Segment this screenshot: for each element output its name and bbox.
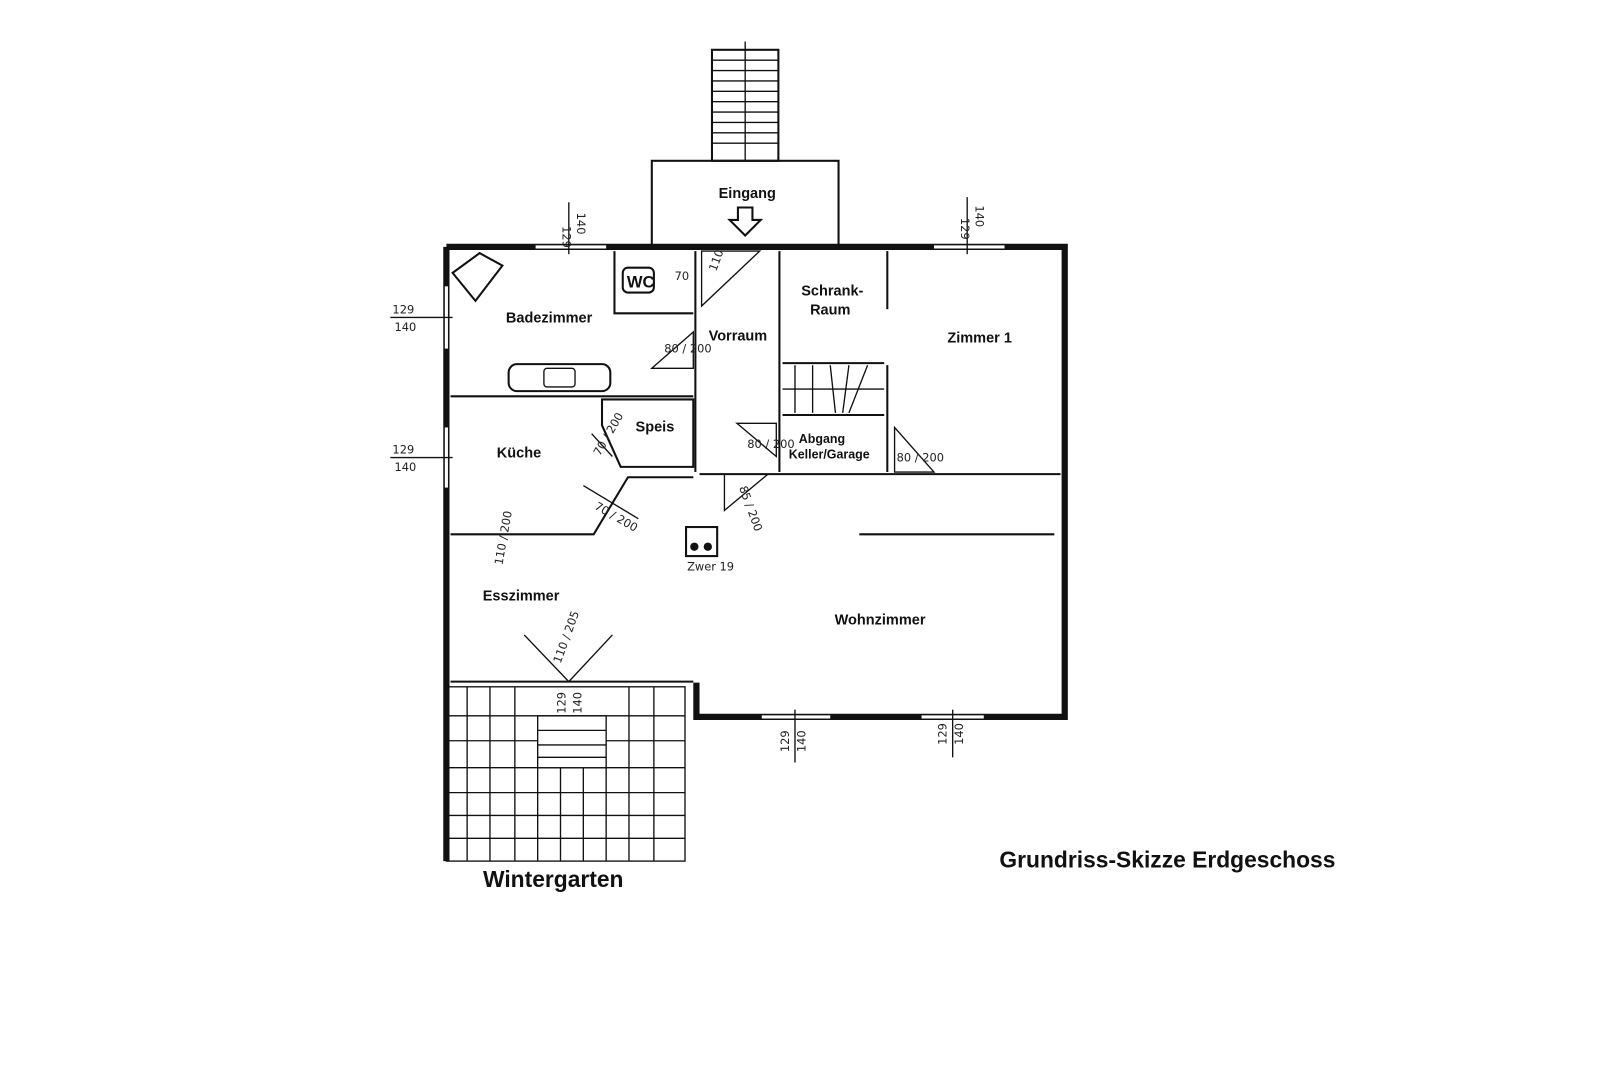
window-dimension-marks — [390, 197, 968, 763]
svg-text:80 / 200: 80 / 200 — [897, 451, 944, 465]
room-label-badezimmer: Badezimmer — [506, 311, 593, 327]
svg-text:129: 129 — [392, 302, 414, 316]
svg-text:129: 129 — [560, 226, 574, 248]
plan-title: Grundriss-Skizze Erdgeschoss — [999, 846, 1335, 872]
room-label-esszimmer: Esszimmer — [483, 589, 560, 605]
room-label-vorraum: Vorraum — [709, 328, 768, 344]
svg-text:129: 129 — [935, 723, 949, 745]
bathtub-icon — [451, 251, 504, 303]
room-label-zimmer1: Zimmer 1 — [947, 330, 1012, 346]
svg-text:85 / 200: 85 / 200 — [736, 484, 765, 533]
svg-text:80 / 200: 80 / 200 — [664, 342, 711, 356]
svg-text:140: 140 — [395, 460, 417, 474]
svg-text:70 / 200: 70 / 200 — [590, 410, 626, 458]
wc-box — [621, 266, 655, 294]
svg-text:110 / 205: 110 / 205 — [550, 609, 582, 665]
wc-label: WC — [627, 272, 655, 291]
entrance-porch — [650, 159, 840, 247]
svg-text:140: 140 — [395, 320, 417, 334]
window-dimension-labels: 129 140 129 140 129 140 129 140 129 140 … — [392, 205, 986, 752]
svg-text:110: 110 — [706, 248, 727, 273]
svg-text:129: 129 — [958, 218, 972, 240]
room-label-eingang: Eingang — [719, 186, 776, 202]
exterior-stairs — [710, 41, 780, 162]
svg-text:80 / 200: 80 / 200 — [747, 437, 794, 451]
fireplace-note: Zwer 19 — [687, 560, 734, 574]
svg-text:70 / 200: 70 / 200 — [592, 499, 640, 535]
room-label-wohnzimmer: Wohnzimmer — [835, 613, 926, 629]
svg-text:140: 140 — [794, 730, 808, 752]
svg-text:129: 129 — [778, 730, 792, 752]
wintergarten-grid — [445, 686, 686, 862]
room-label-abgang-2: Keller/Garage — [789, 448, 870, 462]
door-swings — [523, 250, 936, 683]
svg-text:140: 140 — [574, 213, 588, 235]
room-label-schrank-1: Schrank- — [801, 284, 863, 300]
svg-text:129: 129 — [392, 442, 414, 456]
room-label-abgang-1: Abgang — [799, 432, 845, 446]
room-label-kueche: Küche — [497, 446, 541, 462]
basin-icon — [543, 367, 576, 388]
svg-text:140: 140 — [952, 723, 966, 745]
interior-walls — [450, 251, 1061, 683]
room-label-speis: Speis — [636, 420, 675, 436]
interior-stair — [782, 364, 885, 414]
svg-text:70: 70 — [675, 269, 690, 283]
room-label-wintergarten: Wintergarten — [483, 866, 623, 892]
svg-text:110 / 200: 110 / 200 — [492, 510, 515, 566]
svg-text:140: 140 — [972, 205, 986, 227]
svg-text:140: 140 — [570, 692, 584, 714]
room-label-schrank-2: Raum — [810, 302, 850, 318]
svg-text:129: 129 — [555, 692, 569, 714]
sink-icon — [507, 363, 612, 393]
fireplace-icon — [685, 525, 719, 558]
entrance-arrow-icon — [727, 206, 764, 237]
